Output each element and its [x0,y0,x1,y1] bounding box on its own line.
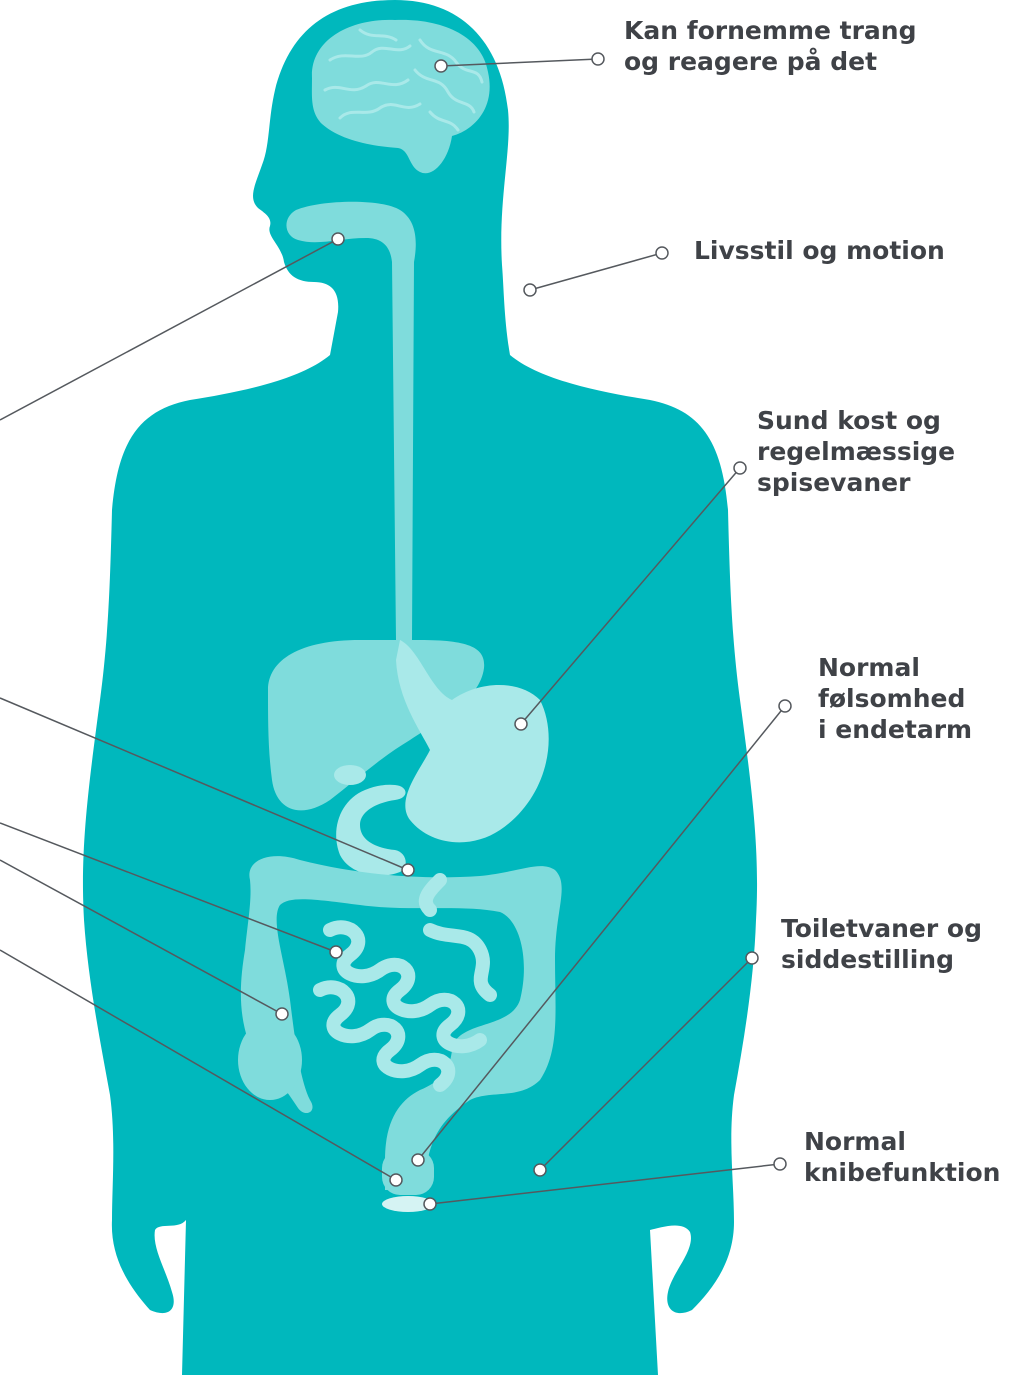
label-toilet-habits: Toiletvaner og siddestilling [781,913,982,975]
label-lifestyle-exercise: Livsstil og motion [694,235,945,266]
cecum-organ [238,1020,302,1100]
gallbladder-organ [334,765,366,785]
label-rectal-sensitivity: Normal følsomhed i endetarm [818,652,972,745]
label-sense-urge: Kan fornemme trang og reagere på det [624,15,916,77]
rectum-organ [382,1150,434,1195]
label-pinch-function: Normal knibefunktion [804,1126,1000,1188]
label-healthy-diet: Sund kost og regelmæssige spisevaner [757,405,955,498]
